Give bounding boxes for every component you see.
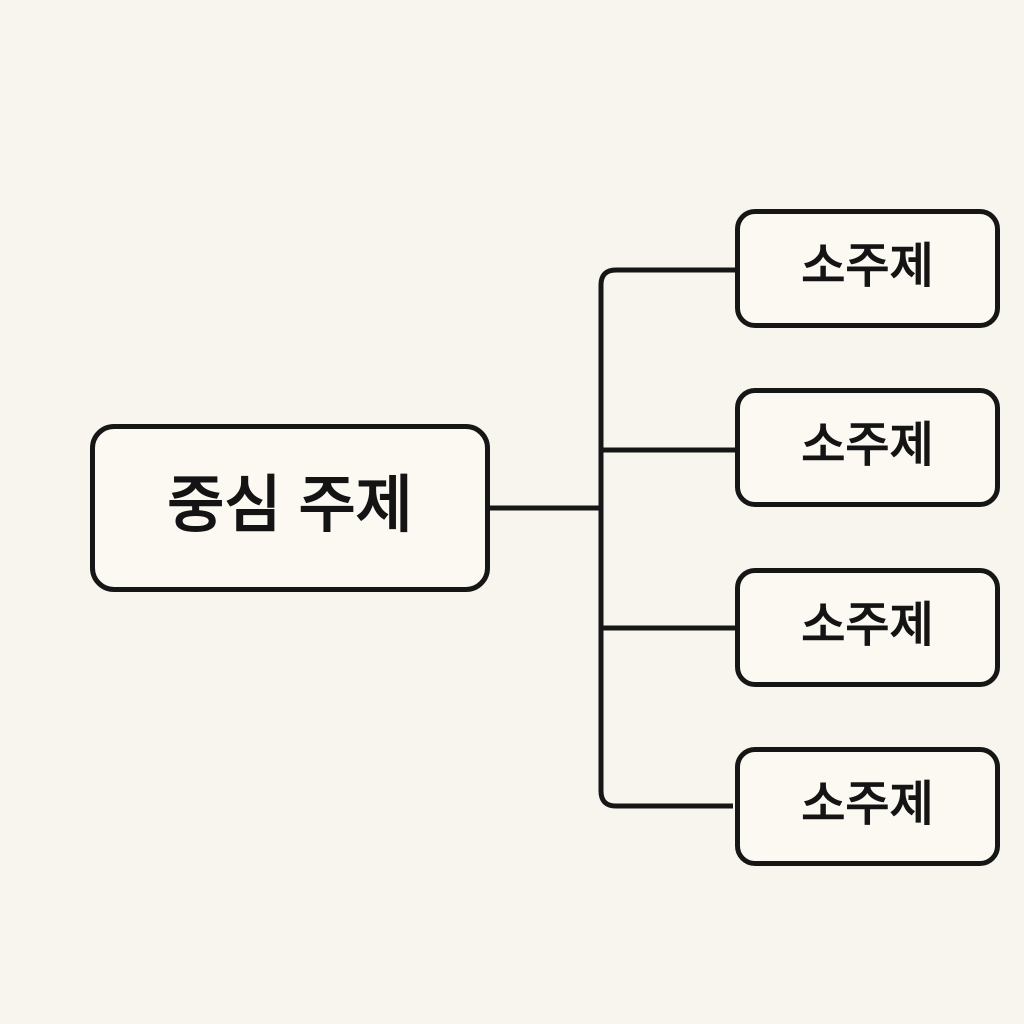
central-topic-node[interactable]: 중심 주제 (90, 424, 490, 592)
subtopic-label: 소주제 (801, 598, 934, 652)
subtopic-node-1[interactable]: 소주제 (735, 209, 1000, 328)
subtopic-node-4[interactable]: 소주제 (735, 747, 1000, 866)
central-topic-label: 중심 주제 (167, 471, 413, 540)
subtopic-label: 소주제 (801, 777, 934, 831)
subtopic-node-2[interactable]: 소주제 (735, 388, 1000, 507)
connector-trunk (598, 267, 735, 809)
subtopic-label: 소주제 (801, 239, 934, 293)
subtopic-label: 소주제 (801, 418, 934, 472)
subtopic-node-3[interactable]: 소주제 (735, 568, 1000, 687)
